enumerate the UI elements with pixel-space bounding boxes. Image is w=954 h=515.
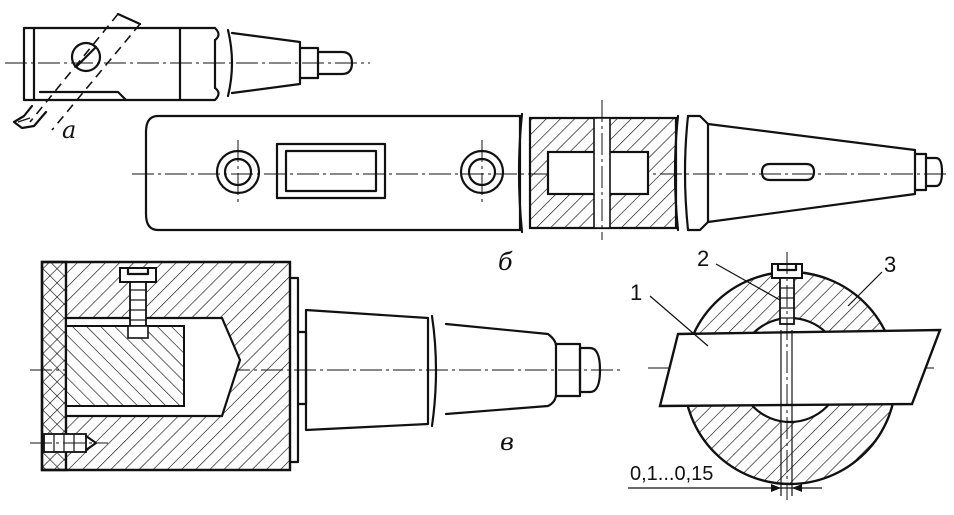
label-view-a: а [62, 116, 76, 144]
view-v-holder-section [30, 260, 620, 472]
label-view-b: б [498, 248, 513, 276]
view-a-holder [5, 12, 370, 131]
dimension-label: 0,1...0,15 [630, 463, 713, 485]
view-b-boring-bar [132, 100, 948, 240]
label-view-v: в [500, 428, 514, 456]
cross-section-detail [628, 252, 942, 500]
label-part-3: 3 [884, 252, 896, 277]
label-part-1: 1 [630, 280, 642, 305]
label-part-2: 2 [697, 246, 709, 271]
